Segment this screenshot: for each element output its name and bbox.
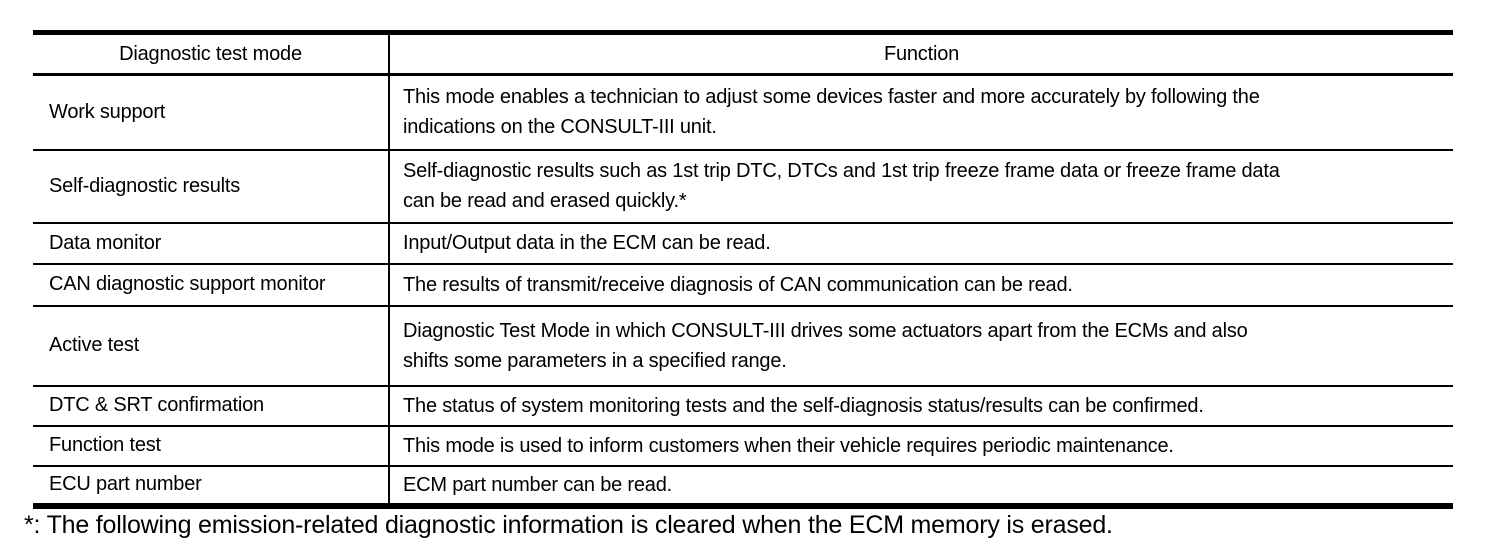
function-cell: This mode is used to inform customers wh… bbox=[389, 425, 1453, 467]
mode-cell: ECU part number bbox=[33, 465, 390, 507]
table-row: ECU part number ECM part number can be r… bbox=[33, 465, 1453, 507]
diagnostic-test-mode-table: Diagnostic test mode Function Work suppo… bbox=[33, 30, 1453, 509]
function-cell: The status of system monitoring tests an… bbox=[389, 385, 1453, 427]
function-cell: The results of transmit/receive diagnosi… bbox=[389, 263, 1453, 307]
mode-cell: Self-diagnostic results bbox=[33, 149, 390, 224]
mode-cell: CAN diagnostic support monitor bbox=[33, 263, 390, 307]
table-row: Function test This mode is used to infor… bbox=[33, 425, 1453, 467]
function-cell: Self-diagnostic results such as 1st trip… bbox=[389, 149, 1453, 224]
mode-cell: Data monitor bbox=[33, 222, 390, 265]
function-cell: This mode enables a technician to adjust… bbox=[389, 74, 1453, 151]
function-cell: Input/Output data in the ECM can be read… bbox=[389, 222, 1453, 265]
mode-cell: DTC & SRT confirmation bbox=[33, 385, 390, 427]
mode-cell: Function test bbox=[33, 425, 390, 467]
footnote: *: The following emission-related diagno… bbox=[24, 511, 1113, 539]
mode-cell: Work support bbox=[33, 74, 390, 151]
table-header-row: Diagnostic test mode Function bbox=[33, 32, 1453, 76]
column-header-diagnostic-test-mode: Diagnostic test mode bbox=[33, 32, 390, 76]
mode-cell: Active test bbox=[33, 305, 390, 387]
function-cell: ECM part number can be read. bbox=[389, 465, 1453, 507]
table-row: Active test Diagnostic Test Mode in whic… bbox=[33, 305, 1453, 387]
table-row: CAN diagnostic support monitor The resul… bbox=[33, 263, 1453, 307]
function-cell: Diagnostic Test Mode in which CONSULT-II… bbox=[389, 305, 1453, 387]
column-header-function: Function bbox=[389, 32, 1453, 76]
table-row: Self-diagnostic results Self-diagnostic … bbox=[33, 149, 1453, 224]
table-row: Work support This mode enables a technic… bbox=[33, 74, 1453, 151]
table-row: DTC & SRT confirmation The status of sys… bbox=[33, 385, 1453, 427]
table-row: Data monitor Input/Output data in the EC… bbox=[33, 222, 1453, 265]
